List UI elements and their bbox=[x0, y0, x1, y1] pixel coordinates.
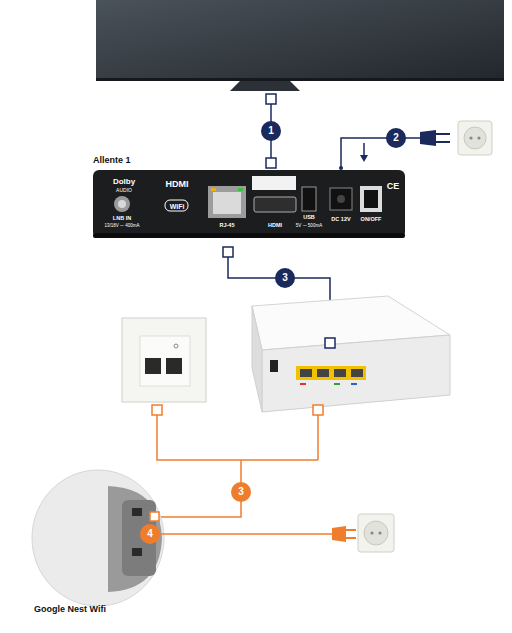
ethernet-cable bbox=[158, 460, 241, 517]
socket-port bbox=[145, 358, 161, 374]
ethernet-cable bbox=[317, 415, 319, 460]
router-switch bbox=[270, 360, 278, 372]
nest-body bbox=[32, 470, 164, 606]
callout-circle bbox=[275, 268, 295, 288]
arrow-head bbox=[360, 155, 368, 162]
tv-screen bbox=[96, 0, 504, 80]
power-cable bbox=[341, 138, 420, 168]
callout-number: 1 bbox=[268, 126, 274, 136]
screw bbox=[174, 344, 178, 348]
plug-prong bbox=[436, 141, 450, 143]
port-label: DC 12V bbox=[331, 217, 350, 223]
router-side bbox=[252, 306, 262, 412]
callout-number: 3 bbox=[238, 487, 244, 497]
dc-port bbox=[330, 188, 352, 210]
socket-port bbox=[166, 358, 182, 374]
logo-text: Dolby bbox=[113, 178, 135, 186]
tv-bezel bbox=[96, 78, 504, 81]
logo-text: HDMI bbox=[166, 180, 189, 189]
socket-face bbox=[464, 127, 486, 149]
callout-circle bbox=[261, 121, 281, 141]
plug-icon bbox=[152, 405, 162, 415]
socket-hole bbox=[477, 136, 480, 139]
socket-plate bbox=[140, 336, 190, 386]
port-mark bbox=[300, 383, 306, 385]
port bbox=[300, 369, 312, 377]
port-label: HDMI bbox=[268, 223, 282, 229]
plug-prong bbox=[346, 537, 356, 539]
cable-dot bbox=[339, 166, 343, 170]
plug-prong bbox=[346, 529, 356, 531]
socket-hole bbox=[378, 531, 381, 534]
lnb-port bbox=[114, 196, 130, 212]
wall-socket bbox=[358, 514, 394, 552]
plug-icon bbox=[150, 512, 159, 521]
nest-base bbox=[108, 486, 162, 592]
led bbox=[211, 188, 216, 191]
port-label: RJ-45 bbox=[220, 223, 235, 229]
plug-icon bbox=[313, 405, 323, 415]
rj45-port bbox=[208, 186, 246, 218]
logo-text: AUDIO bbox=[116, 188, 132, 193]
switch-frame bbox=[360, 186, 382, 212]
port-label: 13/18V ⎓ 400mA bbox=[104, 224, 139, 229]
port bbox=[317, 369, 329, 377]
plug-icon bbox=[266, 158, 276, 168]
wall-socket bbox=[122, 318, 206, 402]
arrow-line bbox=[363, 143, 365, 156]
rj45-socket bbox=[213, 192, 241, 214]
callout-number: 4 bbox=[147, 529, 153, 539]
device-name: Google Nest Wifi bbox=[34, 604, 106, 614]
hdmi-port bbox=[254, 197, 296, 212]
box-base bbox=[93, 233, 405, 238]
plug-icon bbox=[325, 338, 335, 348]
warning-sticker bbox=[252, 176, 296, 190]
callout-circle bbox=[386, 128, 406, 148]
nest-port bbox=[132, 548, 142, 556]
power-plug bbox=[332, 526, 346, 542]
plug-icon bbox=[223, 247, 233, 257]
port-label: USB bbox=[303, 215, 315, 221]
wall-socket bbox=[458, 121, 492, 155]
callout-circle bbox=[140, 524, 160, 544]
callout-number: 2 bbox=[393, 133, 399, 143]
mark-label: CE bbox=[387, 182, 400, 191]
socket-face bbox=[364, 521, 388, 545]
port bbox=[334, 369, 346, 377]
lnb-pin bbox=[118, 200, 126, 208]
router-ports bbox=[296, 366, 366, 380]
wifi-badge bbox=[165, 200, 188, 211]
set-top-box: Allente 1 bbox=[93, 170, 405, 238]
tv-stand bbox=[230, 81, 300, 91]
port-label: 5V ⎓ 500mA bbox=[296, 224, 322, 229]
ethernet-cable bbox=[157, 415, 318, 460]
led bbox=[238, 188, 243, 191]
power-plug bbox=[420, 130, 436, 146]
plug-icon bbox=[266, 94, 276, 104]
usb-port bbox=[302, 187, 316, 211]
router-front bbox=[262, 335, 450, 412]
switch bbox=[364, 190, 378, 208]
callout-circle bbox=[231, 482, 251, 502]
logo-text: WiFi bbox=[170, 203, 185, 210]
port-mark bbox=[351, 383, 357, 385]
plug-prong bbox=[436, 133, 450, 135]
port-label: LNB IN bbox=[113, 216, 131, 222]
power-cable bbox=[156, 533, 332, 535]
socket-hole bbox=[469, 136, 472, 139]
box-body bbox=[93, 170, 405, 238]
port bbox=[351, 369, 363, 377]
port-label: ON/OFF bbox=[361, 217, 382, 223]
dc-pin bbox=[337, 195, 345, 203]
socket-hole bbox=[370, 531, 373, 534]
port-mark bbox=[334, 383, 340, 385]
device-name: Allente 1 bbox=[93, 155, 131, 165]
callout-number: 3 bbox=[282, 273, 288, 283]
nest-port bbox=[132, 508, 142, 516]
mesh-router: Google Nest Wifi bbox=[30, 470, 170, 618]
